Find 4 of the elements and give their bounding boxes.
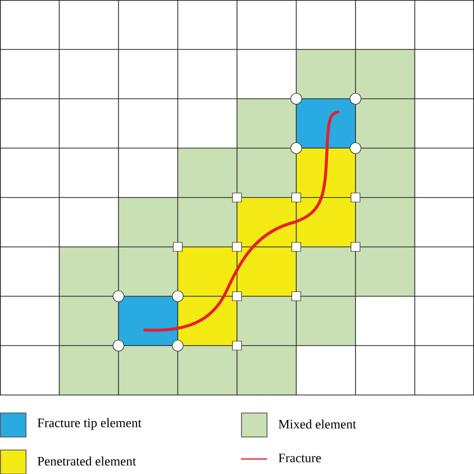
legend-label: Mixed element — [278, 419, 356, 429]
legend-label: Penetrated element — [38, 456, 136, 466]
legend-label: Fracture — [278, 454, 321, 462]
legend-label: Fracture tip element — [38, 418, 142, 430]
